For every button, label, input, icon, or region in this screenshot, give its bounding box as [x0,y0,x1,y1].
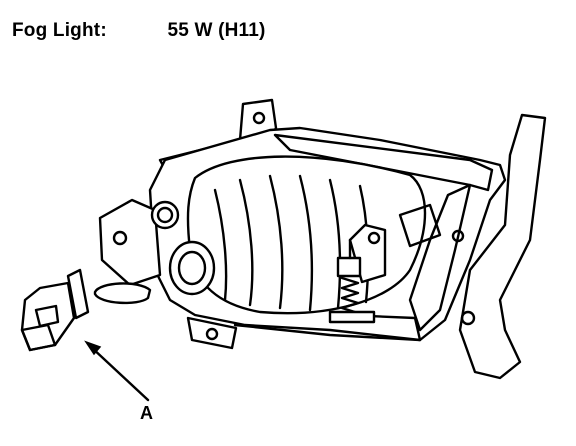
callout-arrowhead [84,340,102,356]
spec-label: Fog Light: [12,20,107,41]
right-bracket-hole-1 [451,229,465,243]
cross-brace [398,203,442,248]
aim-bracket-hole [367,231,381,245]
spec-value: 55 W (H11) [167,20,266,41]
bulb-connector [20,281,76,352]
bulb-glass [93,282,152,305]
callout-label-a: A [140,403,153,423]
base-rail [233,313,422,342]
shell-rib-3 [268,174,284,310]
socket-ring-outer [168,240,216,296]
bottom-tab-hole [205,327,219,341]
shell-rib-2 [238,178,254,307]
bulb-connector-detail [34,304,60,328]
left-flange [98,198,162,287]
shell-rib-1 [213,188,228,302]
shell-rib-4 [298,174,314,312]
right-bracket [458,113,547,380]
left-flange-hole [112,230,128,246]
bottom-tab [186,316,238,350]
rear-frame [273,133,494,192]
top-bracket-hole [252,111,266,125]
bulb-assembly [20,268,152,352]
shell-rib-5 [328,178,342,310]
socket-upper-inner [156,206,174,224]
callout-leader [88,344,150,402]
right-wall [408,183,472,332]
aim-spring [340,276,360,315]
socket-ring-inner [177,250,207,286]
bulb-base-flange [66,268,90,320]
socket-upper-ring [150,200,180,230]
right-bracket-hole-2 [460,310,476,326]
spec-heading: Fog Light: 55 W (H11) [12,20,266,42]
aim-base [328,310,376,324]
aim-nut [336,256,362,278]
